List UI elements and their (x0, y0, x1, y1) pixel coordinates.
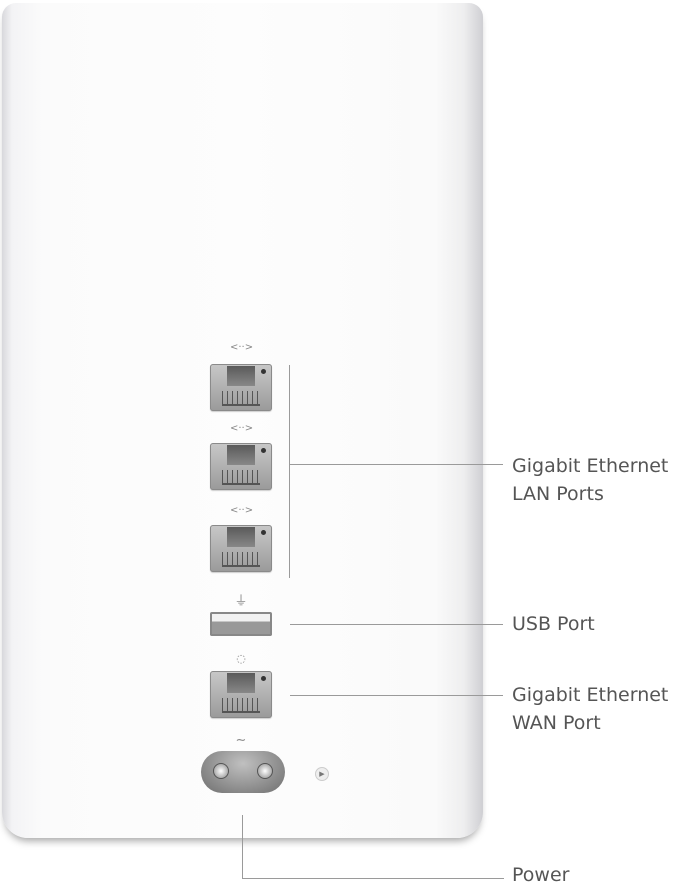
wan-globe-icon: ◌ (236, 652, 246, 665)
ac-tilde-icon: ∼ (235, 733, 247, 748)
power-socket (201, 751, 285, 793)
reset-button-icon: ▶ (315, 767, 329, 781)
lan-label: Gigabit Ethernet LAN Ports (512, 452, 668, 508)
wan-port (210, 671, 272, 718)
usb-leader-line (290, 624, 503, 625)
ethernet-arrows-icon: <··> (230, 505, 254, 516)
power-leader-line (242, 878, 504, 879)
lan-port-1 (210, 364, 272, 411)
usb-port (210, 612, 272, 636)
lan-bracket-line (289, 365, 290, 578)
wan-label-line-2: WAN Port (512, 712, 601, 734)
lan-port-3 (210, 525, 272, 572)
usb-icon: ⏚ (234, 594, 248, 609)
wan-leader-line (290, 695, 503, 696)
lan-label-line-1: Gigabit Ethernet (512, 455, 669, 477)
usb-label: USB Port (512, 613, 595, 635)
power-leader-vertical (242, 815, 243, 878)
wan-label: Gigabit Ethernet WAN Port (512, 681, 668, 737)
lan-label-line-2: LAN Ports (512, 483, 604, 505)
lan-port-2 (210, 443, 272, 490)
ethernet-arrows-icon: <··> (230, 423, 254, 434)
power-label: Power (512, 864, 570, 886)
ethernet-arrows-icon: <··> (230, 342, 254, 353)
lan-leader-line (289, 464, 503, 465)
wan-label-line-1: Gigabit Ethernet (512, 684, 669, 706)
